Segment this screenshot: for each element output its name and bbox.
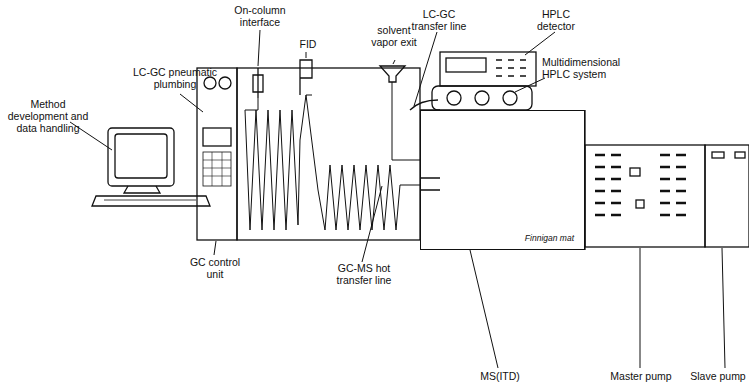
part-label: On-column interface (228, 4, 292, 28)
part-label: LC-GC transfer line (406, 8, 472, 32)
brand-label: Finnigan mat (525, 233, 574, 243)
hot-transfer-line (420, 178, 440, 190)
part-label: solvent vapor exit (370, 24, 418, 48)
pumps (585, 145, 749, 247)
part-label: GC-MS hot transfer line (322, 262, 406, 286)
part-label: LC-GC pneumatic plumbing (130, 66, 220, 90)
ms-box: Finnigan mat (420, 110, 585, 250)
part-label: MS(ITD) (470, 370, 530, 382)
ms-housing (420, 110, 585, 250)
gc-oven (237, 60, 420, 240)
part-label: FID (294, 38, 322, 50)
computer (92, 128, 210, 206)
part-label: Master pump (606, 370, 676, 382)
part-label: Slave pump (690, 370, 746, 382)
part-label: Method development and data handling (0, 98, 96, 134)
hplc-system (432, 52, 536, 110)
leader-lines (70, 30, 725, 368)
part-label: GC control unit (180, 256, 250, 280)
part-label: HPLC detector (528, 8, 584, 32)
part-label: Multidimensional HPLC system (542, 56, 642, 80)
gc-control-unit (197, 68, 237, 240)
